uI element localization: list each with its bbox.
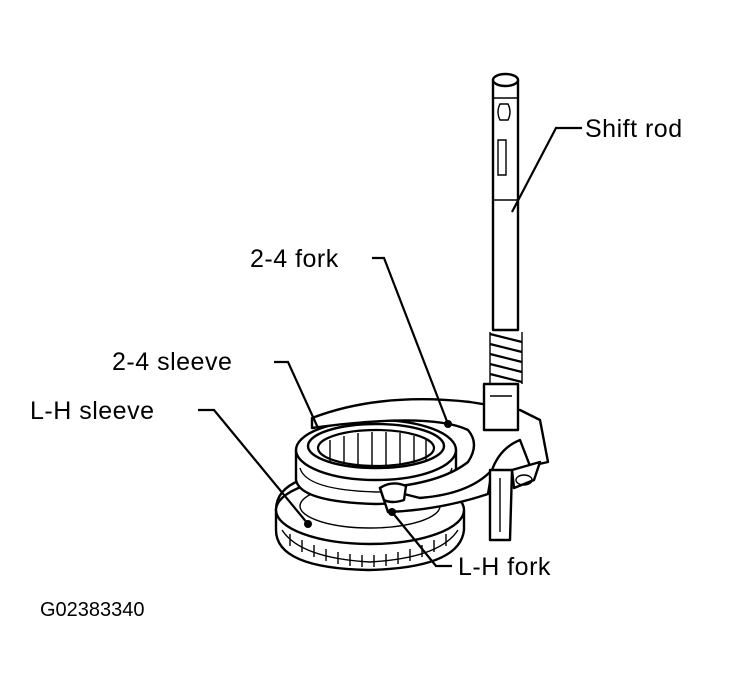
label-2-4-sleeve: 2-4 sleeve <box>112 348 232 376</box>
label-2-4-fork: 2-4 fork <box>250 245 339 273</box>
sleeve-24-splines <box>329 432 427 466</box>
leader-lines <box>198 126 582 568</box>
label-lh-sleeve: L-H sleeve <box>30 397 155 425</box>
shift-rod-spring <box>489 332 523 384</box>
shift-rod-part <box>482 72 523 432</box>
figure-code: G02383340 <box>40 599 145 621</box>
label-shift-rod: Shift rod <box>585 115 683 143</box>
lh-sleeve-teeth <box>281 529 459 567</box>
label-lh-fork: L-H fork <box>458 553 551 581</box>
